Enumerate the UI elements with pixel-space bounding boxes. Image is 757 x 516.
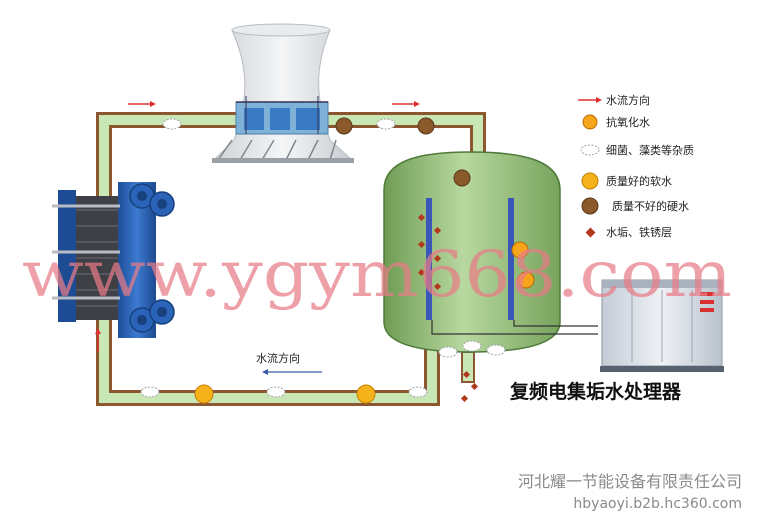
scale-rust-icon [433, 254, 442, 263]
bacteria-particles [140, 118, 506, 398]
scale-rust-icon [460, 394, 469, 403]
site-url: hbyaoyi.b2b.hc360.com [573, 496, 742, 512]
legend-label: 水垢、铁锈层 [606, 226, 672, 239]
water-treatment-cabinet [600, 279, 724, 372]
hard-water-icon [581, 197, 599, 215]
device-label: 复频电集垢水处理器 [509, 380, 682, 403]
bacteria-impurity-icon [266, 386, 286, 398]
hard-water-icon [417, 117, 435, 135]
hard-water-icon [335, 117, 353, 135]
scale-rust-icon [462, 370, 471, 379]
flow-arrow-icon [128, 101, 156, 107]
scale-rust-icon [470, 382, 479, 391]
legend-item-scale-rust: 水垢、铁锈层 [585, 226, 672, 239]
soft-water-icon [356, 384, 376, 404]
bacteria-impurity-icon [408, 386, 428, 398]
bacteria-impurity-icon [486, 344, 506, 356]
legend-label: 质量好的软水 [606, 174, 672, 188]
legend-label: 抗氧化水 [606, 115, 650, 129]
soft-water-particles [194, 384, 376, 404]
treatment-tank [383, 151, 598, 353]
legend: 水流方向 抗氧化水 细菌、藻类等杂质 质量好的软水 质量不好的硬水 水垢、铁锈层 [578, 93, 694, 239]
scale-rust-icon [417, 213, 426, 222]
legend-item-flow-direction: 水流方向 [578, 93, 650, 107]
cooling-tower [212, 23, 354, 163]
flow-arrows [95, 101, 420, 352]
lower-flow-direction: 水流方向 [256, 351, 322, 375]
scale-rust-icon [433, 282, 442, 291]
company-name: 河北耀一节能设备有限责任公司 [518, 472, 742, 491]
flow-arrow-icon [392, 101, 420, 107]
hard-water-particles [335, 117, 471, 187]
scale-rust-icon [417, 240, 426, 249]
anti-oxidation-water-icon [517, 271, 535, 289]
plate-heat-exchanger [52, 182, 175, 338]
bacteria-impurity-icon [580, 144, 600, 156]
flow-arrow-icon [578, 97, 602, 103]
scale-rust-icon [433, 226, 442, 235]
legend-item-hard-water: 质量不好的硬水 [581, 197, 689, 215]
legend-label: 水流方向 [606, 93, 650, 107]
scale-rust-icon [585, 227, 596, 238]
legend-label: 细菌、藻类等杂质 [606, 143, 694, 157]
soft-water-icon [581, 172, 599, 190]
anti-oxidation-water-icon [582, 114, 598, 130]
anti-oxidation-particles [511, 241, 535, 289]
legend-item-soft-water: 质量好的软水 [581, 172, 672, 190]
soft-water-icon [194, 384, 214, 404]
bacteria-impurity-icon [140, 386, 160, 398]
bacteria-impurity-icon [462, 340, 482, 352]
anti-oxidation-water-icon [511, 241, 529, 259]
legend-item-anti-oxidation: 抗氧化水 [582, 114, 650, 130]
bacteria-impurity-icon [162, 118, 182, 130]
legend-label: 质量不好的硬水 [612, 199, 689, 213]
bacteria-impurity-icon [376, 118, 396, 130]
bacteria-impurity-icon [438, 346, 458, 358]
flow-direction-label: 水流方向 [256, 351, 300, 365]
hard-water-icon [453, 169, 471, 187]
watermark: www.ygym668.com [22, 238, 732, 312]
flow-arrow-icon [95, 328, 101, 352]
scale-rust-particles [417, 213, 479, 403]
legend-item-bacteria: 细菌、藻类等杂质 [580, 143, 694, 157]
scale-rust-icon [417, 268, 426, 277]
